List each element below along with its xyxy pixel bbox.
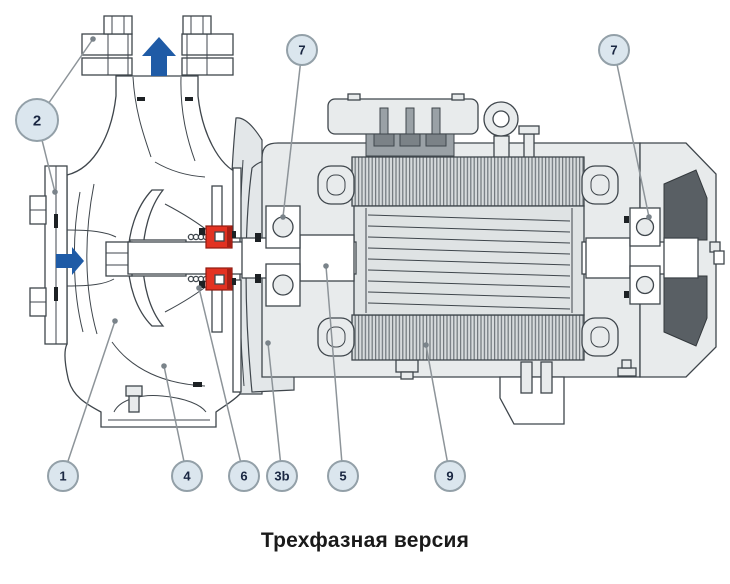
svg-text:7: 7 (610, 43, 617, 58)
flow-arrow-up-icon (142, 37, 176, 76)
callout-2: 2 (15, 36, 96, 195)
callout-9: 9 (423, 342, 466, 492)
callout-1: 1 (47, 318, 118, 492)
svg-text:3b: 3b (274, 469, 289, 484)
motor-feet (395, 359, 637, 425)
figure-caption: Трехфазная версия (260, 529, 470, 552)
cooling-fan (663, 169, 708, 347)
svg-text:4: 4 (183, 469, 191, 484)
svg-text:7: 7 (298, 43, 305, 58)
callout-4: 4 (161, 363, 203, 492)
callout-7-front-bearing: 7 (280, 34, 318, 220)
mechanical-seal (187, 225, 236, 291)
discharge-flange (81, 15, 234, 101)
callout-6: 6 (196, 285, 260, 492)
svg-text:9: 9 (446, 469, 453, 484)
rear-bearing (624, 207, 661, 305)
motor-rotor (353, 205, 585, 316)
svg-text:5: 5 (339, 469, 346, 484)
svg-text:1: 1 (59, 469, 66, 484)
front-bearing (255, 205, 301, 307)
flow-arrows (56, 37, 176, 275)
flow-arrow-right-icon (56, 247, 84, 275)
svg-text:2: 2 (33, 113, 41, 130)
stator-end-windings (317, 165, 619, 357)
svg-text:6: 6 (240, 469, 247, 484)
callout-3b: 3b (265, 340, 298, 492)
motor-stator (351, 156, 585, 361)
lifting-eye (483, 101, 519, 165)
callout-layer: 2 7 7 1 4 6 3b 5 9 (15, 34, 652, 492)
callout-7-rear-bearing: 7 (598, 34, 652, 220)
terminal-box (327, 93, 479, 191)
fan-hub (663, 237, 699, 279)
callout-5: 5 (323, 263, 359, 492)
